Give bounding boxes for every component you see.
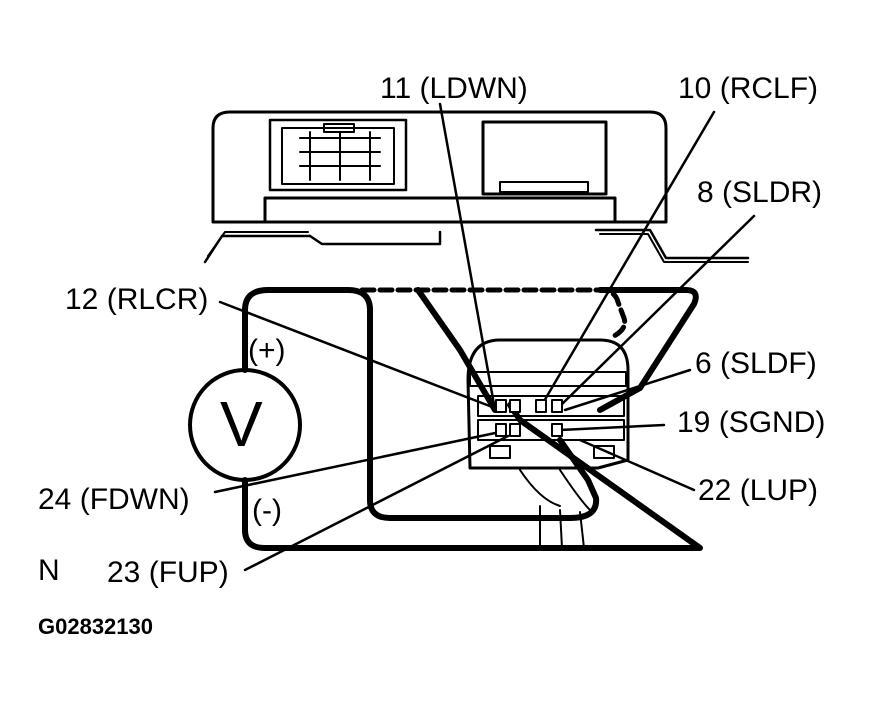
figure-code: G02832130	[38, 614, 153, 639]
ecu-housing	[203, 110, 750, 264]
label-sgnd: 19 (SGND)	[677, 406, 826, 439]
ecu-top-connector	[268, 118, 408, 192]
label-sldf: 6 (SLDF)	[695, 347, 817, 380]
label-lup: 22 (LUP)	[698, 474, 819, 507]
pin-contacts	[495, 399, 563, 437]
label-ldwn: 11 (LDWN)	[380, 72, 528, 105]
leader-rclf	[538, 110, 716, 410]
leader-ldwn	[438, 102, 497, 412]
negative-terminal-label: (-)	[252, 494, 282, 527]
leader-lines	[213, 102, 756, 572]
label-fdwn: 24 (FDWN)	[38, 483, 190, 516]
leader-lup	[578, 438, 696, 492]
label-rlcr: 12 (RLCR)	[65, 283, 209, 316]
leader-sgnd	[558, 423, 666, 432]
leader-fup	[243, 434, 510, 572]
label-sldr: 8 (SLDR)	[697, 176, 823, 209]
test-leads	[242, 287, 703, 551]
label-fup: 23 (FUP)	[107, 556, 229, 589]
voltmeter-symbol: V	[220, 388, 263, 460]
marker-n: N	[38, 554, 60, 587]
positive-terminal-label: (+)	[248, 334, 286, 367]
ecu-side-socket	[481, 120, 608, 196]
leader-sldr	[556, 214, 756, 410]
leader-rlcr	[218, 300, 502, 412]
leader-sldf	[563, 368, 692, 412]
label-rclf: 10 (RCLF)	[678, 72, 819, 105]
leader-fdwn	[213, 430, 502, 494]
